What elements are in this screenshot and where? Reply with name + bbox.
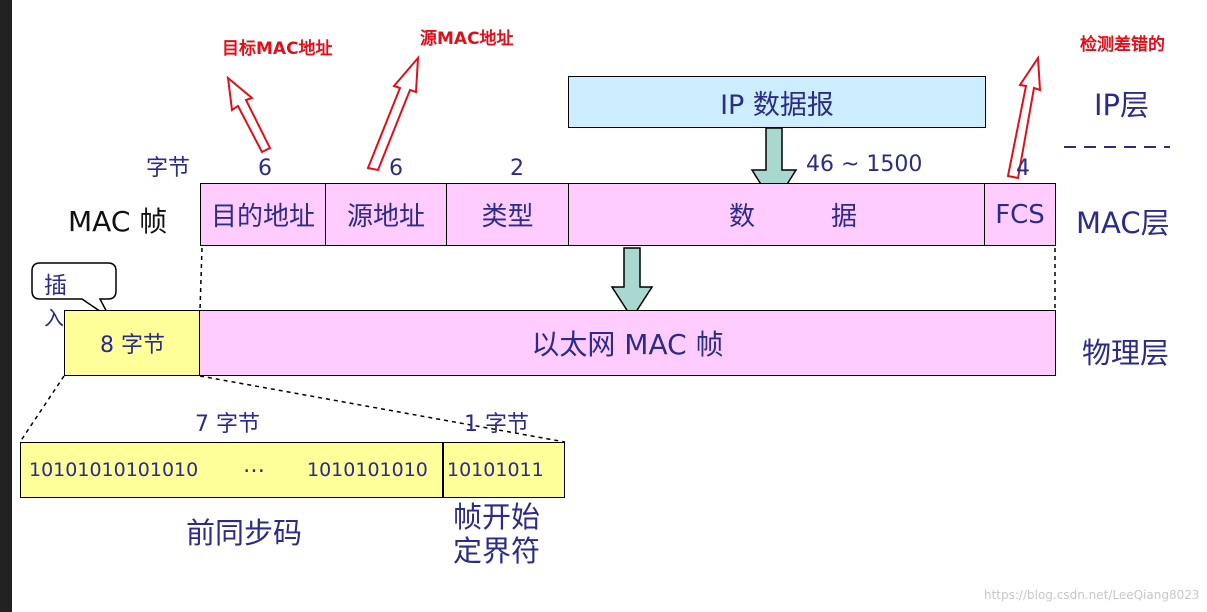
size-fcs: 4 xyxy=(1016,156,1030,181)
detail-size-7-bytes: 7 字节 xyxy=(195,412,260,437)
field-dest-address: 目的地址 xyxy=(201,184,326,245)
field-fcs: FCS xyxy=(995,199,1045,230)
mac-frame-label: MAC 帧 xyxy=(68,205,168,238)
size-src: 6 xyxy=(389,156,403,181)
field-src-address: 源地址 xyxy=(326,184,447,245)
sfd-divider xyxy=(442,443,444,497)
watermark: https://blog.csdn.net/LeeQiang8023 xyxy=(984,588,1200,602)
detail-size-1-byte: 1 字节 xyxy=(464,412,529,437)
left-dark-edge xyxy=(0,0,12,612)
label-sfd-line1: 帧开始 xyxy=(453,500,541,534)
layer-label-mac: MAC层 xyxy=(1076,206,1170,240)
red-arrow-dest xyxy=(226,75,272,154)
annotation-dest-mac: 目标MAC地址 xyxy=(222,39,333,59)
byte-label: 字节 xyxy=(146,156,191,181)
layer-label-physical: 物理层 xyxy=(1082,336,1170,370)
bits-mid: 1010101010 xyxy=(307,459,428,481)
bits-left: 10101010101010 xyxy=(29,459,199,481)
annotation-error-detect: 检测差错的 xyxy=(1080,35,1165,55)
mac-frame: 目的地址 源地址 类型 数 据 FCS xyxy=(200,183,1056,246)
label-sfd-line2: 定界符 xyxy=(453,534,541,568)
label-sfd: 帧开始 定界符 xyxy=(453,500,540,568)
ethernet-mac-frame-box: 以太网 MAC 帧 xyxy=(199,310,1056,376)
red-arrow-fcs xyxy=(1006,54,1042,180)
field-type: 类型 xyxy=(447,184,569,245)
size-data: 46 ~ 1500 xyxy=(806,152,923,177)
preamble-8-bytes-box: 8 字节 xyxy=(64,310,201,376)
field-data-right: 据 xyxy=(831,202,858,232)
insert-callout-line1: 插 xyxy=(44,273,67,299)
red-arrow-src xyxy=(366,55,420,172)
size-type: 2 xyxy=(510,156,524,181)
preamble-detail-box: 10101010101010 … 1010101010 10101011 xyxy=(20,442,565,498)
size-dest: 6 xyxy=(258,156,272,181)
annotation-src-mac: 源MAC地址 xyxy=(420,29,514,49)
down-arrow-mac-to-phys xyxy=(610,247,654,320)
field-data-left: 数 xyxy=(729,202,756,232)
field-data: 数 据 xyxy=(569,184,985,245)
ip-datagram-box: IP 数据报 xyxy=(568,76,986,128)
bits-ellipsis: … xyxy=(243,453,265,478)
bits-right: 10101011 xyxy=(447,459,544,481)
insert-callout-line2: 入 xyxy=(44,306,64,330)
layer-label-ip: IP层 xyxy=(1094,88,1150,122)
label-preamble: 前同步码 xyxy=(186,516,303,550)
insert-callout-bubble xyxy=(31,262,117,319)
